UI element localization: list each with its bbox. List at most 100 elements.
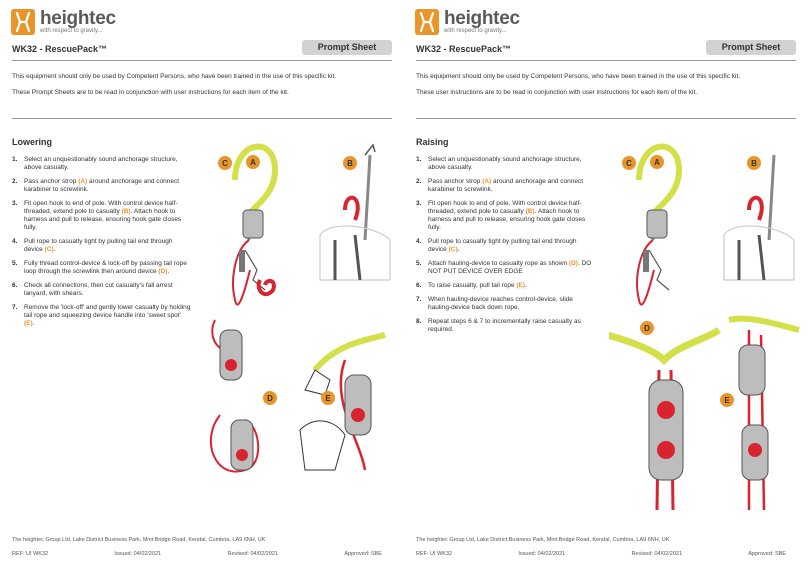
control-device [219, 329, 243, 381]
step-item: 1. Select an unquestionably sound anchora… [12, 156, 192, 172]
step-text-part: around anchorage and connect karabiner t… [428, 178, 584, 193]
step-text-part: To raise casualty, pull tail rope [428, 282, 517, 289]
rope [636, 239, 655, 306]
brand-tagline: with respect to gravity... [444, 28, 507, 34]
step-reference-label: (A) [78, 178, 88, 185]
control-device [242, 209, 264, 239]
step-number: 3. [12, 200, 18, 207]
label-d: D [263, 391, 277, 405]
footer-meta: REF: UI WK32 Issued: 04/02/2021 Revised:… [12, 551, 382, 557]
step-item: 5. Attach hauling-device to casualty rope… [416, 260, 596, 276]
telescopic-pole [363, 154, 372, 241]
device-cam [748, 443, 762, 457]
step-text-part: . DO NOT PUT DEVICE OVER EDGE [428, 260, 592, 275]
device-cam [657, 441, 675, 459]
step-reference-label: (D) [158, 268, 168, 275]
step-text: Fit open hook to end of pole. With contr… [24, 200, 192, 232]
step-text-part: Pull rope to casualty tight by pulling t… [24, 238, 173, 253]
brand-tagline: with respect to gravity... [40, 28, 103, 34]
step-text: Pass anchor strop (A) around anchorage a… [428, 178, 596, 194]
footer-address: The heightec Group Ltd, Lake District Bu… [416, 537, 670, 543]
prompt-sheet-raising: heightec with respect to gravity... WK32… [404, 0, 808, 571]
step-text: Remove the 'lock-off' and gently lower c… [24, 304, 192, 328]
device-cam [657, 401, 675, 419]
step-text: Pass anchor strop (A) around anchorage a… [24, 178, 192, 194]
step-number: 6. [416, 282, 422, 289]
sheet-title: WK32 - RescuePack™ [416, 44, 512, 54]
step-text: Select an unquestionably sound anchorage… [24, 156, 178, 171]
label-c-text: C [626, 159, 632, 168]
label-b: B [747, 156, 761, 170]
label-a-text: A [654, 158, 660, 167]
pole-hook [648, 249, 670, 291]
step-number: 3. [416, 200, 422, 207]
step-text-part: . [53, 246, 56, 253]
step-item: 7.When hauling-device reaches control-de… [416, 296, 596, 312]
step-item: 6.To raise casualty, pull tail rope (E). [416, 282, 596, 290]
step-reference-label: (A) [482, 178, 492, 185]
step-item: 3. Fit open hook to end of pole. With con… [12, 200, 192, 232]
label-b: B [343, 156, 357, 170]
step-text-part: Pull rope to casualty tight by pulling t… [428, 238, 577, 253]
hook [343, 195, 360, 221]
anchor-strop [232, 143, 279, 221]
step-text-part: . Attach hook to harness and pull to rel… [428, 208, 586, 231]
approved-by: Approved: SBE [748, 551, 786, 557]
ref-code: REF: UI WK32 [12, 551, 49, 557]
anchor-strop [312, 332, 386, 372]
step-reference-label: (E) [24, 320, 33, 327]
step-text: Attach hauling-device to casualty rope a… [428, 260, 596, 276]
pole-hook [244, 249, 266, 291]
step-text: Fully thread control-device & lock-off b… [24, 260, 192, 276]
ref-code: REF: UI WK32 [416, 551, 453, 557]
revised-date: Revised: 04/02/2021 [227, 551, 279, 557]
step-text-part: Fit open hook to end of pole. With contr… [428, 200, 582, 215]
heightec-mark-icon [11, 9, 35, 35]
control-device [344, 374, 372, 436]
step-number: 5. [416, 260, 422, 267]
hand [299, 420, 346, 471]
device-cam [351, 408, 365, 422]
device-cam [236, 449, 248, 461]
raising-illustration: C A B D E [609, 143, 800, 511]
hook [747, 195, 764, 221]
label-c: C [622, 156, 636, 170]
step-reference-label: (E) [516, 282, 526, 289]
step-number: 8. [416, 318, 422, 325]
step-item: 7.Remove the 'lock-off' and gently lower… [12, 304, 192, 328]
control-device [738, 344, 766, 396]
label-a: A [650, 155, 664, 169]
step-reference-label: (B) [121, 208, 131, 215]
step-text-part: around anchorage and connect karabiner t… [24, 178, 180, 193]
step-item: 5. Fully thread control-device & lock-off… [12, 260, 192, 276]
step-number: 1. [12, 156, 18, 163]
step-text-part: . Attach hook to harness and pull to rel… [24, 208, 182, 231]
label-c: C [218, 156, 232, 170]
label-e: E [720, 393, 734, 407]
revised-date: Revised: 04/02/2021 [631, 551, 683, 557]
steps-list: 1.Select an unquestionably sound anchora… [416, 156, 596, 340]
step-text-part: Remove the 'lock-off' and gently lower c… [24, 304, 191, 319]
label-d: D [640, 321, 654, 335]
rope [232, 239, 251, 306]
prompt-sheet-lowering: heightec with respect to gravity... WK32… [11, 9, 392, 557]
step-text-part: Pass anchor strop [24, 178, 79, 185]
step-number: 2. [416, 178, 422, 185]
footer-address: The heightec Group Ltd, Lake District Bu… [12, 537, 266, 543]
prompt-sheet-badge: Prompt Sheet [302, 40, 392, 55]
sheet-title: WK32 - RescuePack™ [12, 44, 108, 54]
step-item: 6.Check all connections, then cut casual… [12, 282, 192, 298]
issued-date: Issued: 04/02/2021 [114, 551, 162, 557]
step-item: 3. Fit open hook to end of pole. With con… [416, 200, 596, 232]
step-text-part: Attach hauling-device to casualty rope a… [428, 260, 569, 267]
step-text-part: Fully thread control-device & lock-off b… [24, 260, 187, 275]
step-number: 5. [12, 260, 18, 267]
harness-figure [319, 225, 391, 281]
step-text-part: Fit open hook to end of pole. With contr… [24, 200, 178, 215]
hook-gate [239, 250, 245, 272]
issued-date: Issued: 04/02/2021 [518, 551, 566, 557]
step-text: When hauling-device reaches control-devi… [428, 296, 573, 311]
step-reference-label: (D) [568, 260, 578, 267]
footer-meta: REF: UI WK32 Issued: 04/02/2021 Revised:… [416, 551, 786, 557]
step-number: 6. [12, 282, 18, 289]
